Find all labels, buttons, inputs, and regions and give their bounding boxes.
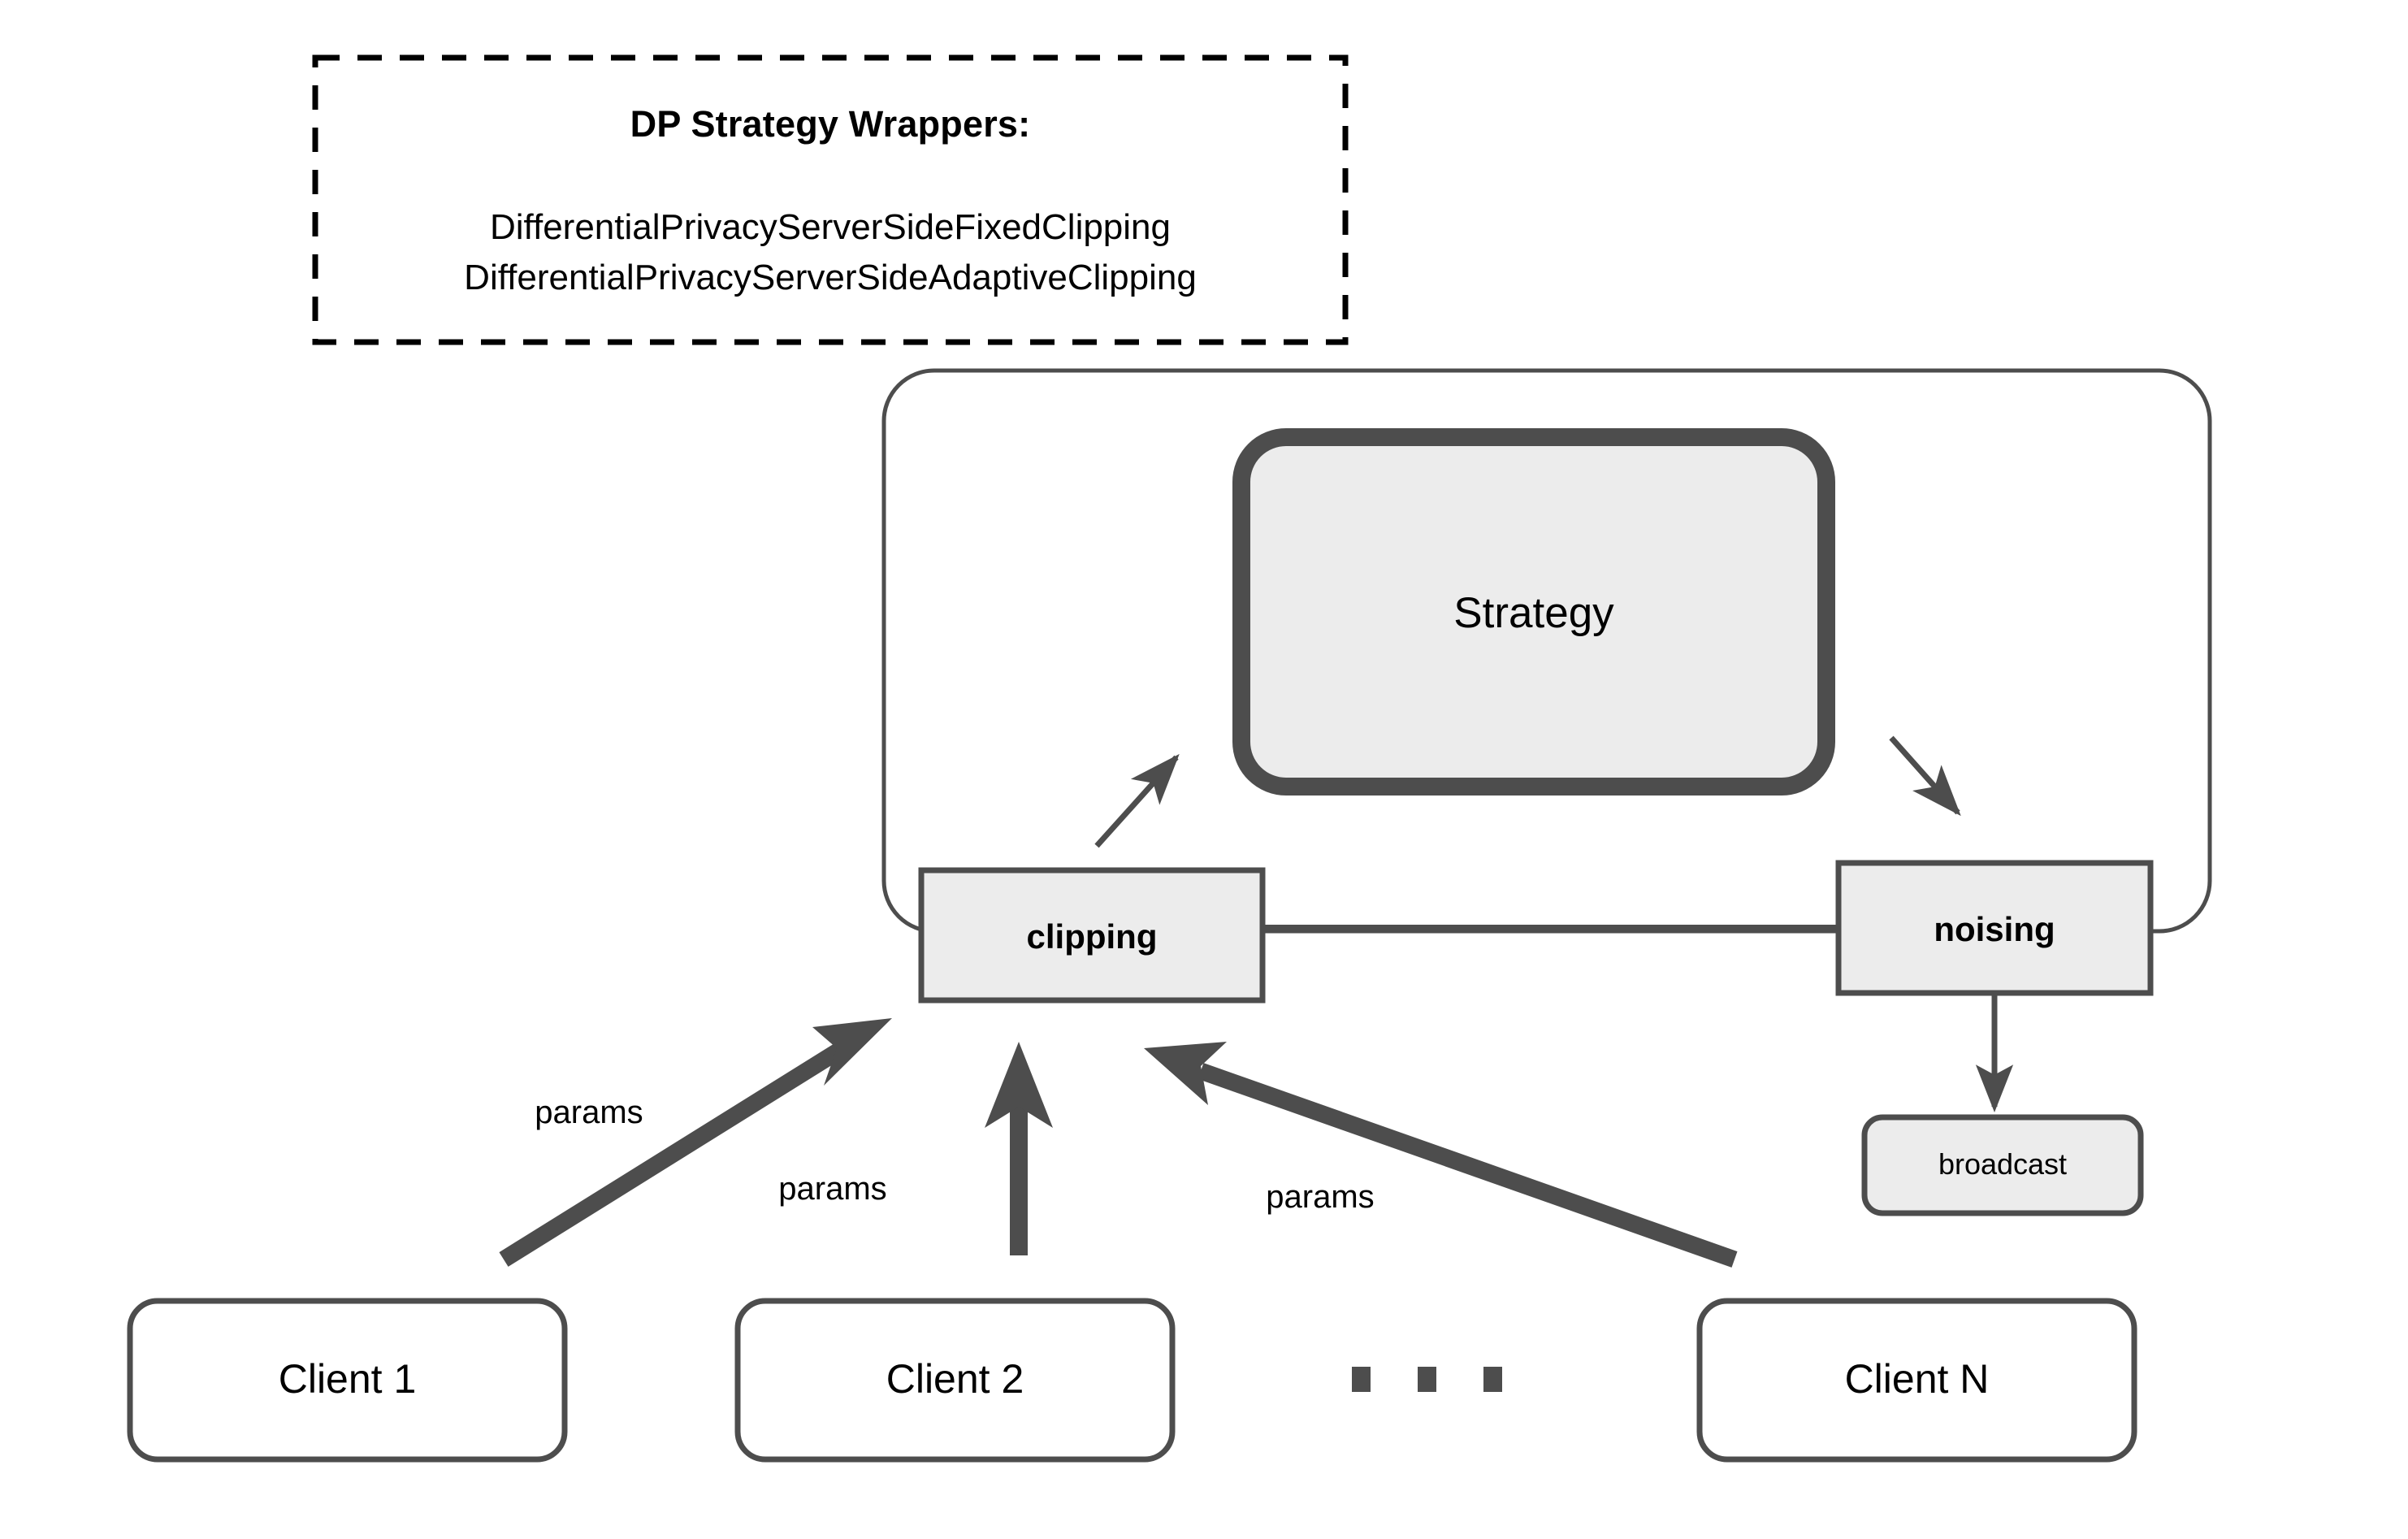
node-client-1[interactable] — [127, 1298, 568, 1463]
client-1-label: Client 1 — [278, 1356, 417, 1402]
node-strategy[interactable] — [1232, 428, 1835, 796]
client-2-label: Client 2 — [886, 1356, 1024, 1402]
edge-strategy-noising — [1889, 735, 1961, 817]
clipping-node-label: clipping — [1026, 917, 1158, 956]
annotation-dashed-box — [312, 54, 1349, 345]
edge-client2-clipping — [985, 1042, 1053, 1255]
broadcast-node-label: broadcast — [1938, 1147, 2068, 1181]
edge-label-clientn-params: params — [1266, 1179, 1375, 1215]
edge-client1-clipping — [499, 1018, 892, 1267]
strategy-node-label: Strategy — [1453, 589, 1614, 637]
annotation-title: DP Strategy Wrappers: — [630, 103, 1031, 145]
node-broadcast[interactable] — [1861, 1114, 2144, 1216]
edge-clientn-clipping — [1144, 1042, 1738, 1268]
annotation-item-0: DifferentialPrivacyServerSideFixedClippi… — [490, 207, 1171, 247]
node-noising[interactable] — [1835, 860, 2154, 996]
node-client-n[interactable] — [1696, 1298, 2137, 1463]
annotation-item-1: DifferentialPrivacyServerSideAdaptiveCli… — [464, 258, 1197, 297]
node-clipping[interactable] — [918, 867, 1266, 1004]
ellipsis-dots — [1352, 1367, 1502, 1392]
noising-node-label: noising — [1934, 910, 2055, 948]
edge-label-client1-params: params — [535, 1095, 643, 1130]
edge-clipping-strategy — [1094, 753, 1180, 848]
client-n-label: Client N — [1844, 1356, 1990, 1402]
node-client-2[interactable] — [734, 1298, 1176, 1463]
edge-label-client2-params: params — [778, 1171, 887, 1207]
